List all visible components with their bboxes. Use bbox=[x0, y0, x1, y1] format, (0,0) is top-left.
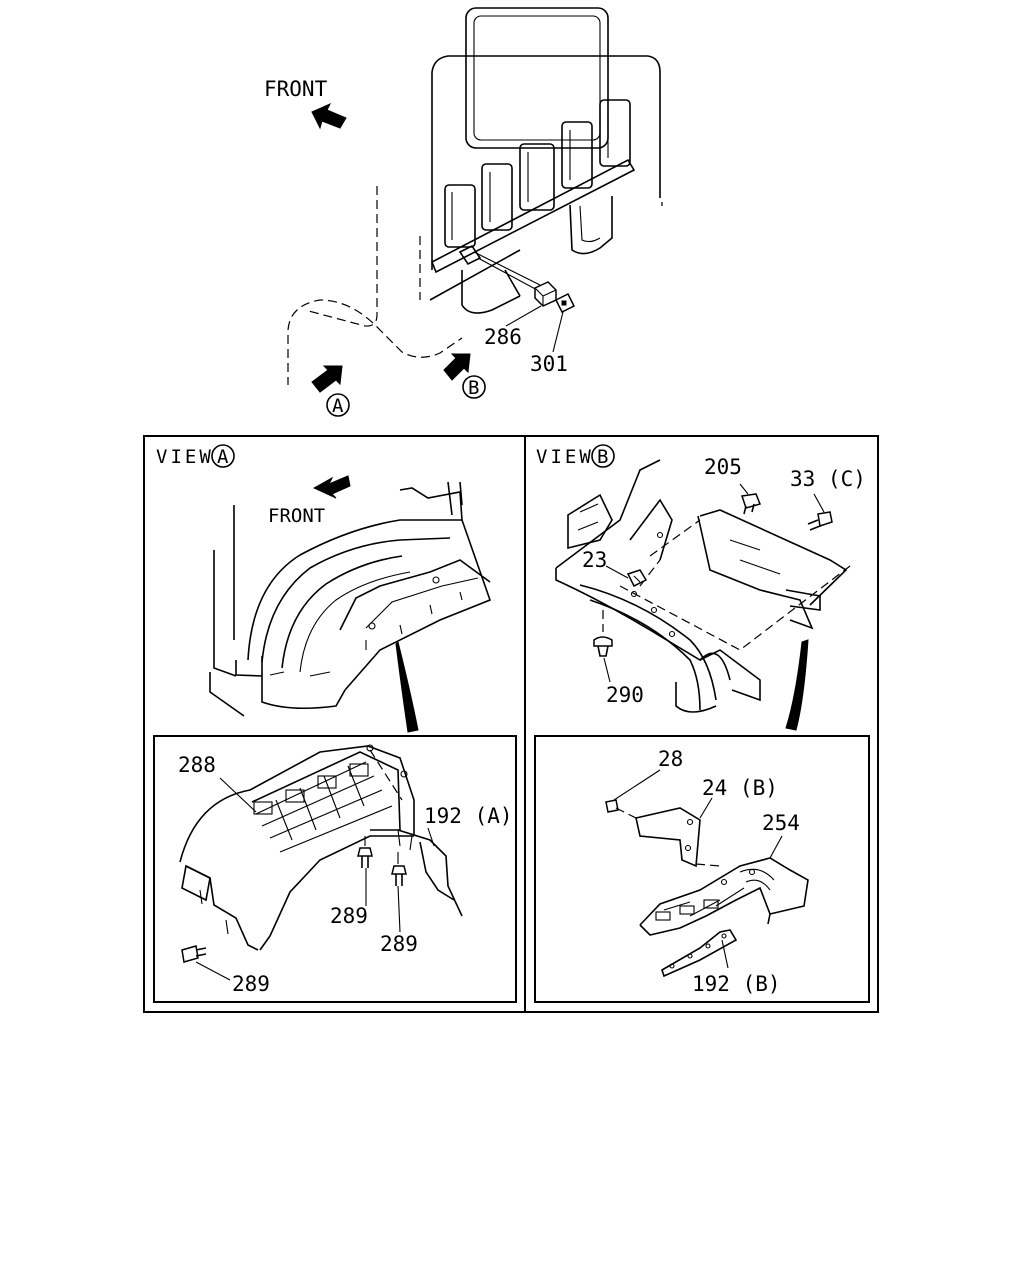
part-33c-label: 33 (C) bbox=[790, 467, 866, 491]
part-290-label: 290 bbox=[606, 683, 644, 707]
nut-23-icon bbox=[626, 569, 648, 588]
view-b-panel: VIEW B bbox=[534, 444, 870, 1003]
view-a-detail-frame bbox=[153, 735, 517, 1003]
view-b-title: VIEW bbox=[536, 446, 594, 468]
clip-289-icons bbox=[181, 836, 407, 963]
bracket-192a-illustration bbox=[397, 829, 463, 917]
part-289-label-1: 289 bbox=[330, 904, 368, 928]
view-b-marker-circle bbox=[591, 444, 615, 468]
marker-b-label: B bbox=[468, 377, 479, 399]
clip-290-icon bbox=[593, 610, 613, 657]
bracket-192b-illustration bbox=[661, 929, 738, 978]
marker-b-circle bbox=[462, 375, 486, 399]
view-b-detail-frame bbox=[534, 735, 870, 1003]
part-289-label-2: 289 bbox=[380, 932, 418, 956]
cab-overview-illustration bbox=[287, 7, 663, 393]
views-frame bbox=[143, 435, 879, 1013]
part-205-label: 205 bbox=[704, 455, 742, 479]
part-301-label: 301 bbox=[530, 352, 568, 376]
marker-a-circle bbox=[326, 393, 350, 417]
wheelhouse-b-illustration bbox=[555, 459, 851, 713]
view-b-callout-pointer bbox=[785, 639, 809, 731]
part-254-label: 254 bbox=[762, 811, 800, 835]
front-arrow-icon bbox=[311, 102, 347, 130]
view-a-panel: VIEW A FRONT bbox=[153, 444, 517, 1003]
mudguard-254-illustration bbox=[639, 857, 809, 936]
bolt-205-icon bbox=[741, 493, 762, 515]
view-a-title: VIEW bbox=[156, 446, 214, 468]
part-289-label-3: 289 bbox=[232, 972, 270, 996]
view-a-front-arrow-icon bbox=[312, 475, 351, 499]
part-192a-label: 192 (A) bbox=[424, 804, 513, 828]
view-a-marker-circle bbox=[211, 444, 235, 468]
part-286-label: 286 bbox=[484, 325, 522, 349]
bracket-24b-illustration bbox=[635, 807, 701, 868]
bolt-28-icon bbox=[605, 799, 637, 819]
part-192b-label: 192 (B) bbox=[692, 972, 781, 996]
view-a-callout-pointer bbox=[395, 641, 419, 733]
view-b-arrow-icon bbox=[443, 353, 471, 381]
part-23-label: 23 bbox=[582, 548, 607, 572]
part-24b-label: 24 (B) bbox=[702, 776, 778, 800]
part-28-label: 28 bbox=[658, 747, 683, 771]
fender-liner-288-illustration bbox=[179, 744, 415, 951]
view-a-front-label: FRONT bbox=[268, 505, 325, 527]
view-b-marker: B bbox=[597, 446, 608, 468]
view-a-marker: A bbox=[217, 446, 229, 468]
marker-a-label: A bbox=[332, 395, 344, 417]
part-288-label: 288 bbox=[178, 753, 216, 777]
bolt-33c-icon bbox=[807, 511, 833, 531]
wheelhouse-a-illustration bbox=[209, 481, 492, 717]
view-a-arrow-icon bbox=[311, 365, 343, 393]
front-label: FRONT bbox=[264, 77, 328, 101]
